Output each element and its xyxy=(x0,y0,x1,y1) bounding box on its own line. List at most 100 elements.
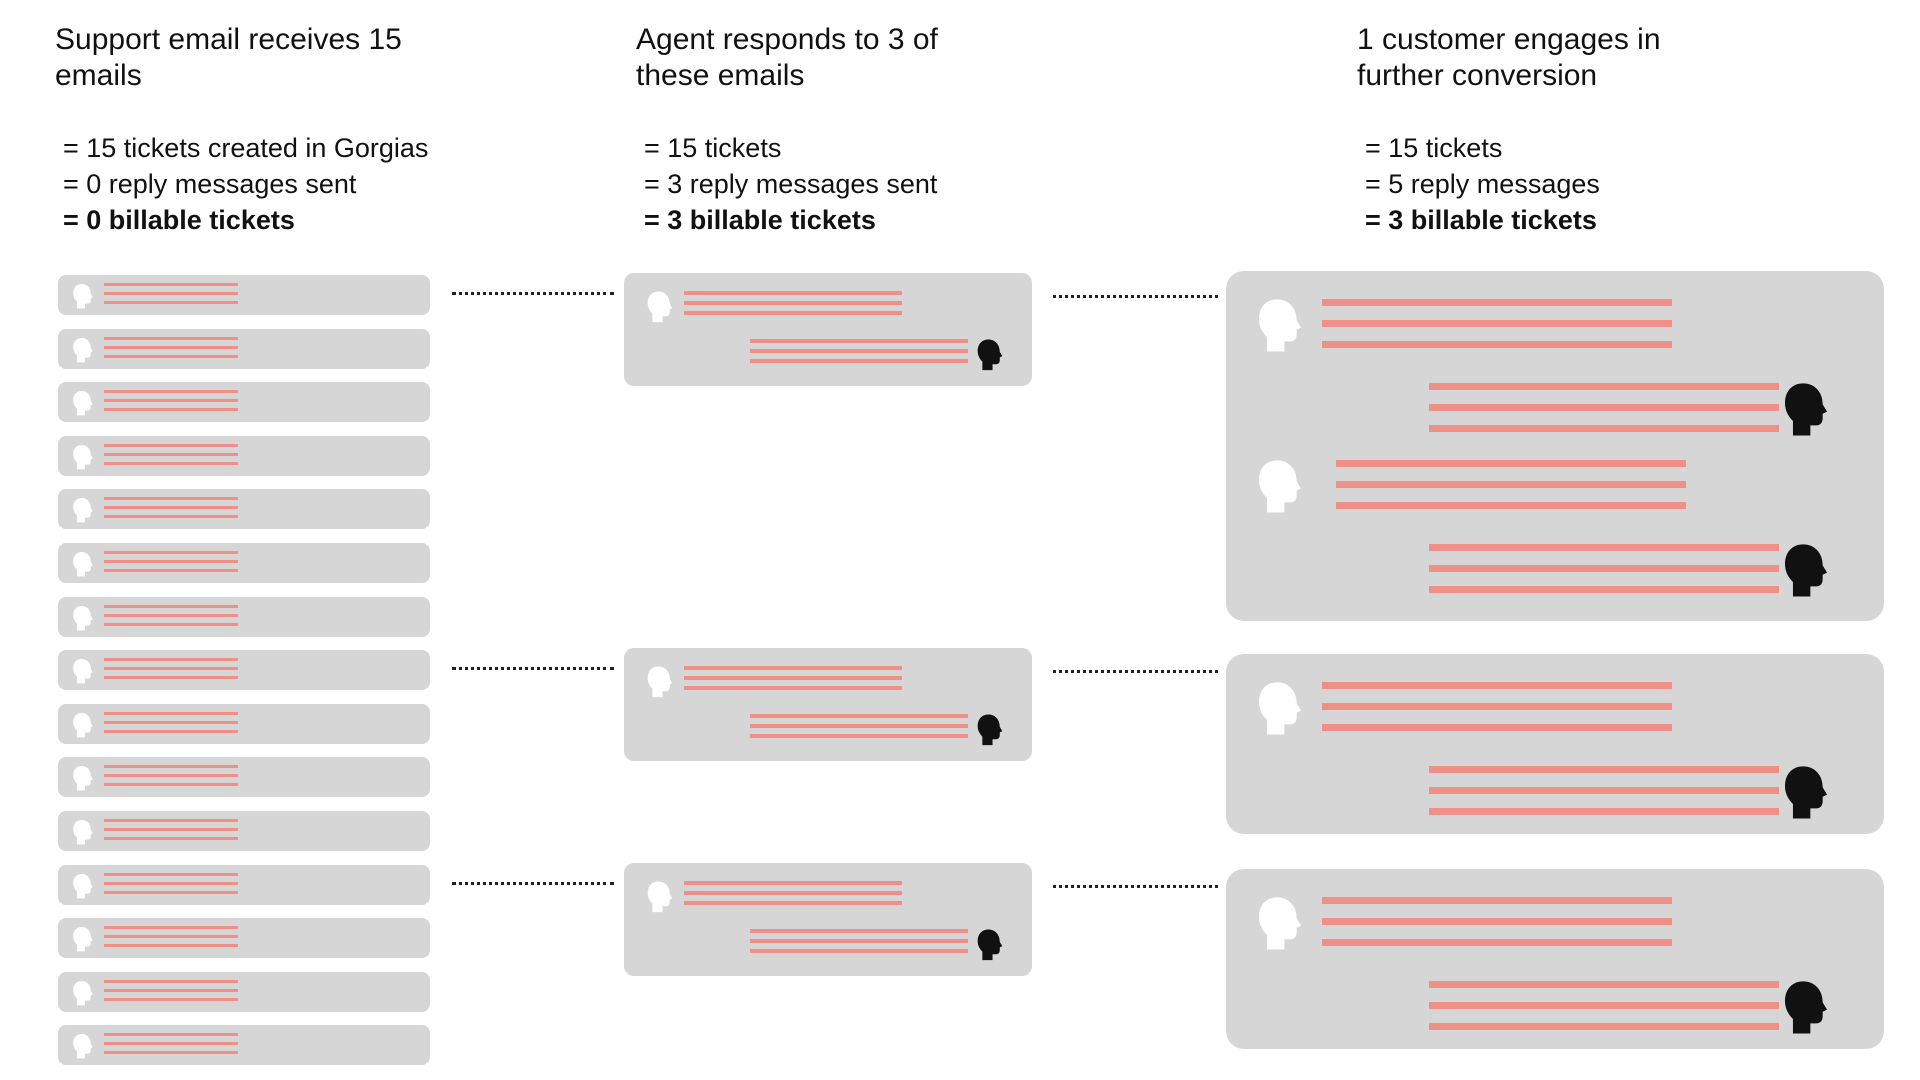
customer-head-icon xyxy=(73,981,93,1006)
message-line xyxy=(1336,481,1686,488)
incoming-ticket-card xyxy=(58,597,430,637)
message-preview xyxy=(104,980,238,1001)
agent-reply xyxy=(1429,981,1779,1030)
agent-reply xyxy=(750,339,968,363)
incoming-ticket-card xyxy=(58,275,430,315)
message-line xyxy=(104,515,238,518)
message-line xyxy=(684,686,902,690)
message-line xyxy=(684,301,902,305)
message-line xyxy=(1429,787,1779,794)
connector-dots xyxy=(452,667,614,670)
message-line xyxy=(104,569,238,572)
replied-ticket-card xyxy=(624,273,1032,386)
agent-head-icon xyxy=(1784,981,1828,1034)
message-line xyxy=(1322,341,1672,348)
customer-message xyxy=(1322,682,1672,731)
message-preview xyxy=(104,337,238,358)
conversation-ticket-card xyxy=(1226,271,1884,621)
message-line xyxy=(1336,502,1686,509)
message-line xyxy=(1429,1023,1779,1030)
followup-reply xyxy=(1429,544,1779,593)
customer-head-icon xyxy=(73,659,93,684)
customer-message xyxy=(684,666,902,690)
message-preview xyxy=(104,765,238,786)
message-line xyxy=(104,1033,238,1036)
message-line xyxy=(104,819,238,822)
message-line xyxy=(750,949,968,953)
message-line xyxy=(104,998,238,1001)
message-line xyxy=(1429,404,1779,411)
followup-message xyxy=(1336,460,1686,509)
customer-head-icon xyxy=(1258,460,1302,513)
incoming-ticket-card xyxy=(58,811,430,851)
message-line xyxy=(1336,460,1686,467)
customer-message xyxy=(1322,299,1672,348)
customer-head-icon xyxy=(73,766,93,791)
customer-head-icon xyxy=(73,927,93,952)
agent-reply xyxy=(1429,766,1779,815)
message-line xyxy=(750,734,968,738)
customer-message xyxy=(1322,897,1672,946)
message-line xyxy=(104,935,238,938)
customer-head-icon xyxy=(647,881,673,913)
message-line xyxy=(104,837,238,840)
message-preview xyxy=(104,444,238,465)
message-line xyxy=(104,453,238,456)
message-line xyxy=(104,989,238,992)
message-line xyxy=(104,667,238,670)
incoming-ticket-card xyxy=(58,329,430,369)
message-line xyxy=(104,873,238,876)
incoming-ticket-card xyxy=(58,704,430,744)
message-line xyxy=(104,605,238,608)
customer-head-icon xyxy=(1258,897,1302,950)
message-preview xyxy=(104,712,238,733)
customer-head-icon xyxy=(73,445,93,470)
message-line xyxy=(104,765,238,768)
agent-head-icon xyxy=(977,929,1003,961)
message-line xyxy=(1322,320,1672,327)
message-line xyxy=(104,730,238,733)
message-line xyxy=(684,881,902,885)
message-line xyxy=(104,623,238,626)
message-line xyxy=(104,301,238,304)
incoming-ticket-card xyxy=(58,650,430,690)
customer-message xyxy=(684,291,902,315)
message-preview xyxy=(104,283,238,304)
message-line xyxy=(104,444,238,447)
message-line xyxy=(104,944,238,947)
column-incoming-header: Support email receives 15 emails = 15 ti… xyxy=(55,22,575,238)
incoming-ticket-card xyxy=(58,382,430,422)
column-agent-header: Agent responds to 3 of these emails = 15… xyxy=(636,22,1156,238)
message-line xyxy=(104,346,238,349)
message-line xyxy=(104,980,238,983)
message-line xyxy=(750,929,968,933)
agent-head-icon xyxy=(1784,544,1828,597)
customer-head-icon xyxy=(1258,299,1302,352)
conversation-ticket-card xyxy=(1226,654,1884,834)
message-line xyxy=(1429,383,1779,390)
customer-head-icon xyxy=(73,606,93,631)
agent-billable-line: = 3 billable tickets xyxy=(644,205,876,235)
conversation-ticket-card xyxy=(1226,869,1884,1049)
message-line xyxy=(104,506,238,509)
message-line xyxy=(104,390,238,393)
message-preview xyxy=(104,926,238,947)
customer-head-icon xyxy=(73,874,93,899)
agent-head-icon xyxy=(977,339,1003,371)
incoming-ticket-card xyxy=(58,972,430,1012)
column-conversation-summary: = 15 tickets = 5 reply messages = 3 bill… xyxy=(1357,130,1897,238)
message-line xyxy=(104,774,238,777)
message-line xyxy=(750,724,968,728)
incoming-ticket-card xyxy=(58,1025,430,1065)
message-line xyxy=(1322,939,1672,946)
connector-dots xyxy=(1053,295,1218,298)
customer-head-icon xyxy=(73,498,93,523)
customer-head-icon xyxy=(73,338,93,363)
message-line xyxy=(750,714,968,718)
customer-head-icon xyxy=(73,552,93,577)
message-line xyxy=(104,882,238,885)
message-line xyxy=(104,1042,238,1045)
message-preview xyxy=(104,551,238,572)
agent-head-icon xyxy=(977,714,1003,746)
incoming-billable-line: = 0 billable tickets xyxy=(63,205,295,235)
